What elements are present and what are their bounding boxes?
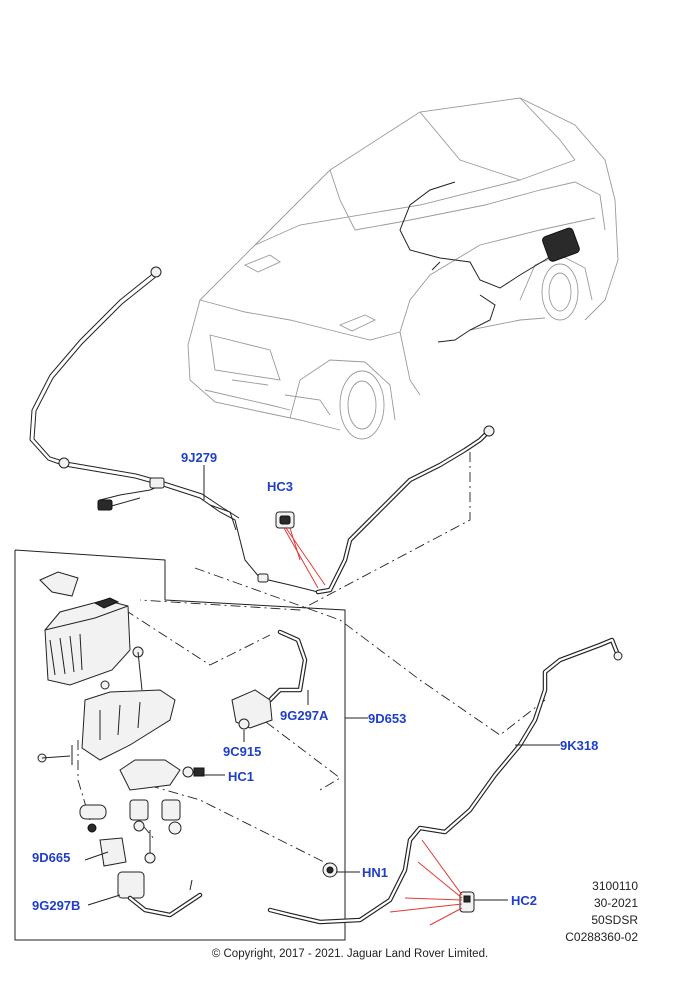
callout-9G297A: 9G297A <box>280 708 329 723</box>
callout-HC3: HC3 <box>267 479 293 494</box>
vehicle-illustration <box>187 97 619 440</box>
canister-assembly <box>37 571 203 918</box>
pipe-9K318 <box>267 637 623 925</box>
copyright-notice: © Copyright, 2017 - 2021. Jaguar Land Ro… <box>211 948 489 960</box>
leader-lines <box>84 465 560 906</box>
clip-hc3 <box>275 511 326 589</box>
callout-HC2: HC2 <box>511 893 537 908</box>
callout-9J279: 9J279 <box>181 450 217 465</box>
callout-9C915: 9C915 <box>223 744 261 759</box>
pipe-upper <box>315 425 495 595</box>
diagram-reference: 3100110 30-2021 50SDSR C0288360-02 <box>565 878 638 946</box>
callout-HC1: HC1 <box>228 769 254 784</box>
callout-9K318: 9K318 <box>560 738 598 753</box>
callout-HN1: HN1 <box>362 865 388 880</box>
nut-hn1 <box>322 862 338 878</box>
reference-line-2: 30-2021 <box>593 896 638 910</box>
callout-9D653: 9D653 <box>368 711 406 726</box>
reference-line-3: 50SDSR <box>591 913 638 927</box>
vehicle-harness <box>399 181 580 343</box>
callout-9D665: 9D665 <box>32 850 70 865</box>
reference-line-4: C0288360-02 <box>565 930 638 944</box>
purge-valve-9C915 <box>182 629 308 778</box>
canister-group-outline <box>14 549 346 941</box>
harness-9J279 <box>29 266 319 593</box>
callout-9G297B: 9G297B <box>32 898 80 913</box>
reference-line-1: 3100110 <box>592 879 638 893</box>
clip-hc2 <box>389 839 475 926</box>
